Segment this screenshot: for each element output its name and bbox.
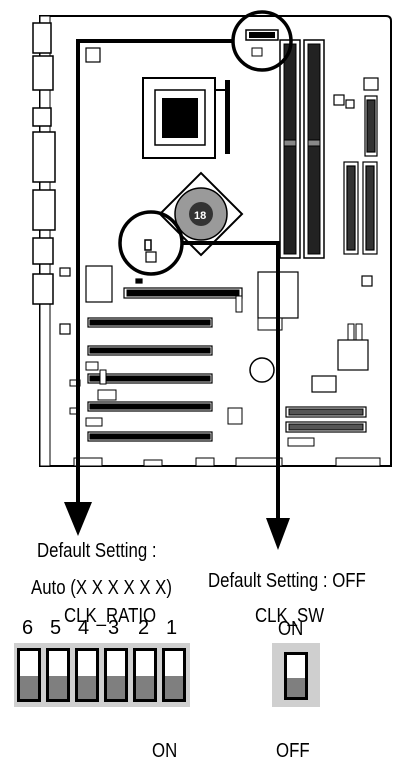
clk-sw-default-label: Default Setting : OFF (208, 570, 366, 592)
dip-switch-1[interactable] (162, 648, 186, 702)
clk-sw-lever (287, 677, 305, 697)
switch-number-4: 4 (78, 617, 90, 639)
fan-header-top (85, 47, 101, 63)
back-panel-connectors (32, 22, 56, 305)
clk-sw-switch[interactable] (284, 652, 308, 700)
bottom-ide-connectors (285, 406, 367, 447)
bottom-headers (73, 457, 381, 467)
clk-ratio-leader-line (76, 39, 234, 506)
clk-sw-leader-line (182, 241, 280, 522)
dip-lever-5 (49, 675, 67, 699)
dip-lever-3 (107, 675, 125, 699)
clk-ratio-default-label: Default Setting : (37, 540, 157, 562)
switch-number-1: 1 (166, 617, 178, 639)
chipset-fan: 18 (158, 171, 244, 257)
dip-switch-2[interactable] (133, 648, 157, 702)
audio-chip (311, 375, 337, 393)
switch-number-3: 3 (108, 617, 120, 639)
right-connectors (333, 77, 379, 287)
clk-sw-name: CLK_SW (255, 605, 325, 627)
dimm-slots (279, 39, 325, 259)
cmos-battery (249, 357, 275, 383)
dip-switch-4[interactable] (75, 648, 99, 702)
svg-text:18: 18 (194, 210, 206, 222)
switch-number-2: 2 (138, 617, 150, 639)
clk-sw-off-label: OFF (276, 740, 310, 762)
clk-sw-arrowhead (266, 518, 290, 550)
clk-ratio-default-value: Auto (X X X X X X) (31, 577, 172, 599)
clk-sw-on-label: ON (278, 618, 304, 640)
cpu-socket (142, 77, 230, 159)
dip-lever-4 (78, 675, 96, 699)
clk-ratio-on-label: ON (152, 740, 178, 762)
dip-switch-3[interactable] (104, 648, 128, 702)
switch-number-6: 6 (22, 617, 34, 639)
dip-lever-1 (165, 675, 183, 699)
bios-chip (227, 407, 243, 425)
dip-lever-2 (136, 675, 154, 699)
clk-ratio-dip-switch (14, 643, 190, 707)
pci-slots (87, 317, 213, 442)
agp-slot (123, 287, 243, 313)
dip-switch-6[interactable] (17, 648, 41, 702)
clk-ratio-arrowhead (64, 502, 92, 536)
clk-sw-jumper-mini (144, 239, 152, 251)
misc-components (59, 265, 143, 335)
clk-ratio-name: CLK_RATIO (64, 605, 157, 627)
switch-number-5: 5 (50, 617, 62, 639)
dip-switch-5[interactable] (46, 648, 70, 702)
southbridge-chip (337, 339, 369, 371)
dip-lever-6 (20, 675, 38, 699)
pci-headers (69, 361, 117, 427)
